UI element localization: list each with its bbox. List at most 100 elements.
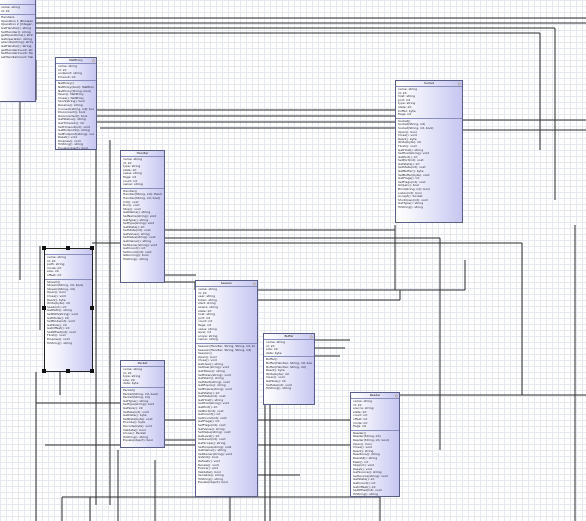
member-row: name: string bbox=[1, 6, 21, 9]
member-row: state: int bbox=[123, 168, 137, 172]
member-row: name: string bbox=[123, 368, 143, 371]
member-row: IsConnected(): bool bbox=[58, 114, 88, 118]
member-row: Close(): NetProxy bbox=[58, 96, 84, 100]
operation-section: Session(Handler, String, String, int, bo… bbox=[196, 344, 257, 486]
member-row: SetPort(int): void bbox=[198, 409, 224, 413]
member-row: GetHost(): string bbox=[398, 148, 424, 152]
member-row: GetPath(): string bbox=[47, 309, 72, 313]
member-row: data: byte bbox=[123, 382, 139, 386]
member-row: Stream() bbox=[47, 280, 61, 284]
member-row: Write(byte): int bbox=[398, 141, 421, 145]
member-row: SetState(int): void bbox=[198, 395, 226, 399]
member-row: SetFlags(int): void bbox=[198, 423, 226, 427]
member-row: Reader(String, int) bbox=[353, 435, 381, 439]
member-row: owner: string bbox=[198, 338, 218, 342]
member-row: getOperations(): string bbox=[1, 34, 33, 38]
member-row: expire: string bbox=[198, 305, 218, 309]
member-row: Receive(): string bbox=[58, 103, 83, 107]
member-row: GetPort(): int bbox=[398, 155, 418, 159]
member-row: Encode(): byte bbox=[123, 421, 146, 425]
member-row: SetOwner(string): void bbox=[198, 452, 232, 456]
member-row: Read(): byte bbox=[398, 137, 417, 141]
member-row: Session(Handler, String, String, int) bbox=[198, 348, 252, 352]
member-row: port: int bbox=[198, 316, 211, 320]
class-marker-icon: ◇ bbox=[394, 393, 398, 398]
member-row: Socket(String, int) bbox=[398, 123, 426, 127]
member-row: Serialize(): string bbox=[198, 474, 224, 478]
member-row: Init(): void bbox=[123, 200, 139, 204]
class-marker-icon: ◇ bbox=[91, 58, 95, 63]
member-row: Handler(String, int, bool) bbox=[123, 196, 161, 200]
member-row: Bind(string, int): bool bbox=[398, 188, 430, 192]
member-row: name: string bbox=[266, 341, 286, 344]
resize-handle[interactable] bbox=[42, 246, 46, 250]
member-row: start: string bbox=[198, 302, 216, 306]
member-row: GetCount(): int bbox=[198, 413, 221, 417]
member-row: Dispose(): void bbox=[47, 338, 70, 342]
class-title: Session bbox=[196, 281, 257, 287]
member-row: buffer: byte bbox=[398, 109, 416, 113]
member-row: Equals(object): bool bbox=[123, 439, 153, 443]
member-row: host: string bbox=[198, 313, 216, 317]
member-row: Validate(): bool bbox=[123, 428, 146, 432]
member-row: value: string bbox=[123, 172, 142, 176]
member-row: GetExpire(): string bbox=[198, 384, 226, 388]
member-row: GetType(): string bbox=[123, 399, 149, 403]
member-row: SetOwner(string): void bbox=[123, 243, 157, 247]
member-row: GetPort(): int bbox=[198, 406, 218, 409]
member-row: Close(): void bbox=[353, 446, 372, 450]
member-row: name: string bbox=[58, 65, 78, 68]
member-row: GetHandler(): String bbox=[1, 44, 32, 48]
member-row: SetHost(string): void bbox=[198, 402, 230, 406]
member-row: count: int bbox=[123, 179, 138, 183]
member-row: name: string bbox=[123, 158, 143, 161]
member-row: name: string bbox=[398, 88, 418, 91]
member-row: execute(string): string bbox=[1, 41, 33, 45]
resize-handle[interactable] bbox=[66, 369, 70, 373]
member-row: SetValue(string): void bbox=[198, 431, 231, 435]
member-row: id: int bbox=[47, 259, 56, 263]
class-title: Reader bbox=[351, 393, 399, 399]
member-row: ToString(): string bbox=[47, 341, 73, 345]
member-row: Equals(object): bool bbox=[198, 481, 228, 485]
member-row: SetFlags(int): void bbox=[398, 180, 426, 184]
resize-handle[interactable] bbox=[90, 246, 94, 250]
member-row: data: byte bbox=[266, 351, 282, 355]
class-title: Buffer bbox=[264, 334, 314, 340]
resize-handle[interactable] bbox=[66, 246, 70, 250]
member-row: GetHandler(): string bbox=[1, 26, 32, 30]
member-row: Flush(): void bbox=[47, 334, 66, 338]
member-row: SetCount(int): void bbox=[123, 250, 152, 254]
member-row: GetScope(): string bbox=[198, 441, 226, 445]
member-row: SetUser(string): void bbox=[198, 366, 230, 370]
resize-handle[interactable] bbox=[90, 306, 94, 310]
resize-handle[interactable] bbox=[42, 306, 46, 310]
member-row: ToString(): string bbox=[123, 435, 149, 439]
member-row: count: int bbox=[353, 414, 368, 418]
resize-handle[interactable] bbox=[42, 369, 46, 373]
member-row: flags: int bbox=[398, 113, 412, 117]
member-row: Reader() bbox=[353, 431, 366, 435]
member-row: GetOffset(): int bbox=[47, 327, 70, 331]
member-row: Buffer(Handler, String, int, bool) bbox=[266, 361, 312, 365]
operation-section: Buffer()Buffer(Handler, String, int, boo… bbox=[264, 357, 314, 391]
member-row: Reset(): void bbox=[58, 136, 78, 140]
resize-handle[interactable] bbox=[90, 369, 94, 373]
member-row: GetSize(): int bbox=[266, 379, 286, 383]
